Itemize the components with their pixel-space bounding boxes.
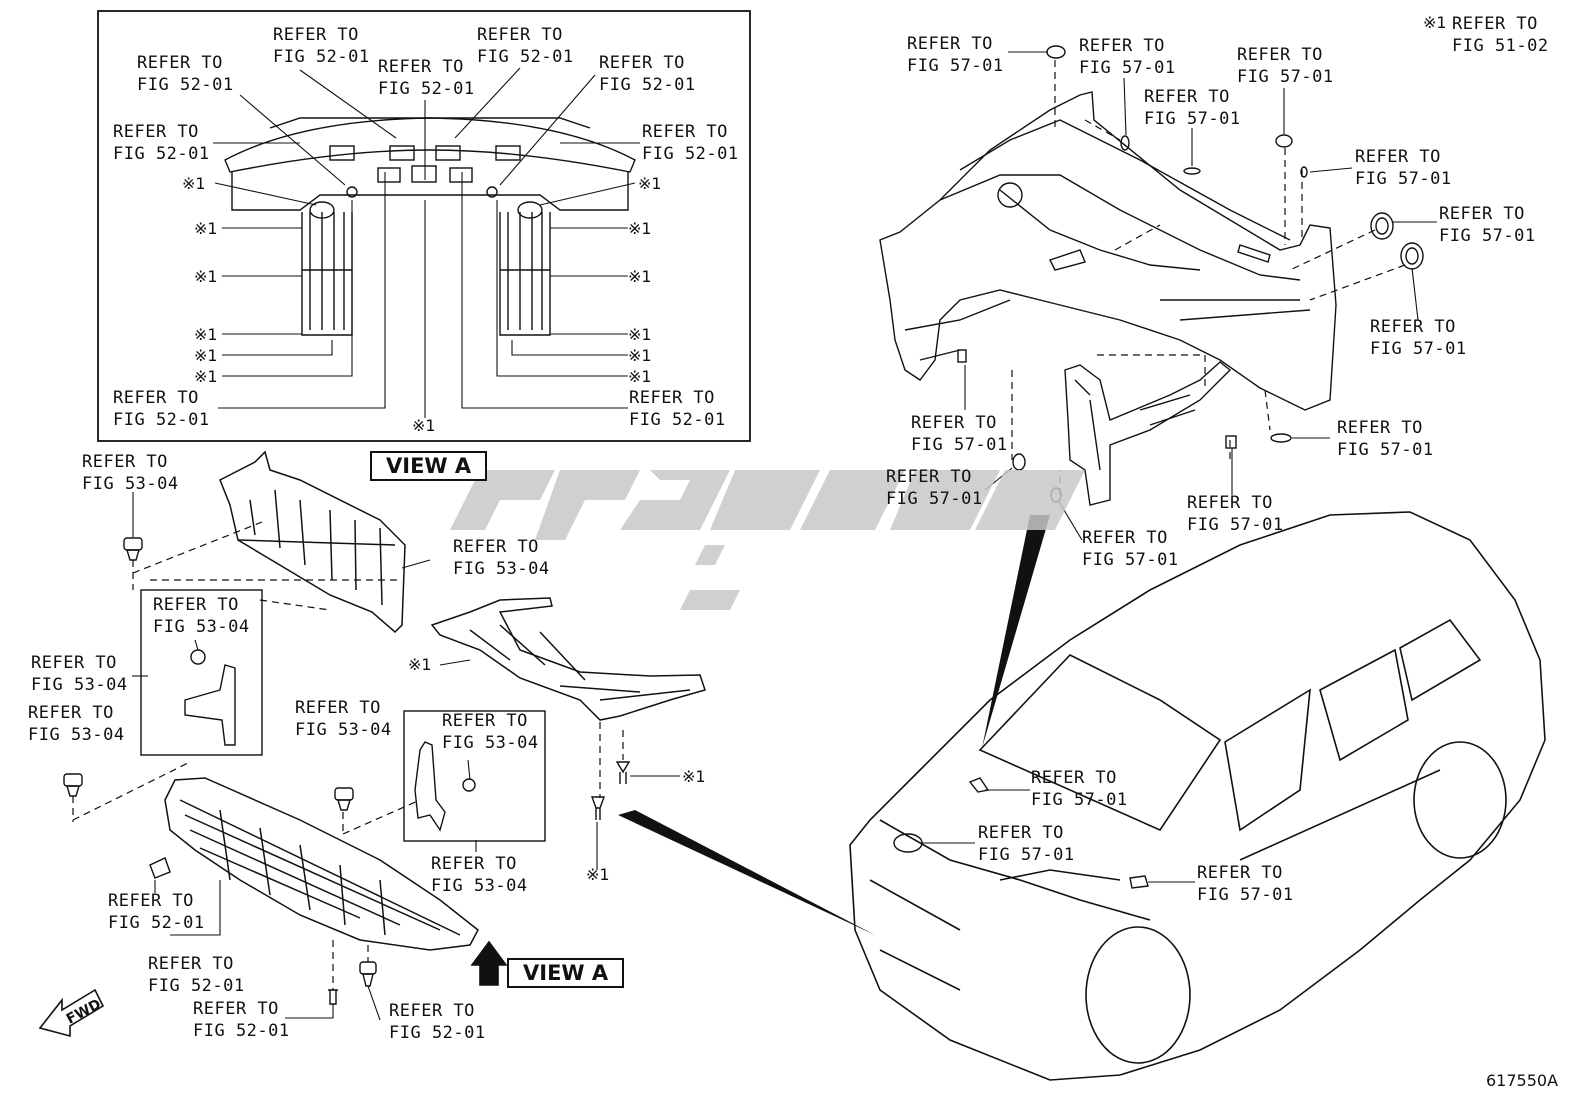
view-a-marker: VIEW A <box>507 958 625 988</box>
mark-inset-r4: ※1 <box>628 325 652 344</box>
vehicle-drawing <box>849 511 1546 1081</box>
figure-code: 617550A <box>1486 1071 1559 1090</box>
mark-inset-l5: ※1 <box>194 346 218 365</box>
label-under-clip: REFER TO FIG 52-01 <box>108 891 205 933</box>
view-a-arrow <box>470 940 508 986</box>
mark-inset-r6: ※1 <box>628 367 652 386</box>
bracket-drawings <box>184 649 476 832</box>
bracket-box-right <box>403 710 546 842</box>
mark-screw-right: ※1 <box>682 767 706 786</box>
label-clip-bottom-right: REFER TO FIG 52-01 <box>389 1001 486 1043</box>
vehicle-leaders <box>922 789 1195 883</box>
label-seal-top: REFER TO FIG 57-01 <box>1144 87 1241 129</box>
label-grommet-top: REFER TO FIG 57-01 <box>907 34 1004 76</box>
label-clip-center: REFER TO FIG 53-04 <box>295 698 392 740</box>
label-clip-top-left: REFER TO FIG 53-04 <box>82 452 179 494</box>
label-inset-top-center: REFER TO FIG 52-01 <box>378 57 475 99</box>
view-a-title: VIEW A <box>370 451 488 481</box>
label-inset-right: REFER TO FIG 52-01 <box>642 122 739 164</box>
label-plug-lower: REFER TO FIG 57-01 <box>1082 528 1179 570</box>
dashed-guides-left <box>72 521 624 990</box>
mark-inset-r2: ※1 <box>628 219 652 238</box>
label-inset-bottom-left: REFER TO FIG 52-01 <box>113 388 210 430</box>
label-bracket-box-right: REFER TO FIG 53-04 <box>442 711 539 753</box>
label-inset-bottom-right: REFER TO FIG 52-01 <box>629 388 726 430</box>
label-tape-lower: REFER TO FIG 57-01 <box>1187 493 1284 535</box>
label-grommet-large-2: REFER TO FIG 57-01 <box>1370 317 1467 359</box>
label-inset-upper-left: REFER TO FIG 52-01 <box>137 53 234 95</box>
label-side-seal: REFER TO FIG 53-04 <box>453 537 550 579</box>
label-bracket-bottom: REFER TO FIG 53-04 <box>431 854 528 896</box>
label-inset-left: REFER TO FIG 52-01 <box>113 122 210 164</box>
left-leaders <box>132 492 680 1021</box>
footnote-text: REFER TO FIG 51-02 <box>1452 14 1549 56</box>
label-inset-top-center-right: REFER TO FIG 52-01 <box>477 25 574 67</box>
inset-bumper-drawing <box>224 117 636 336</box>
body-frame-drawing <box>879 91 1337 506</box>
mark-inset-l2: ※1 <box>194 219 218 238</box>
callout-wedge-structure <box>982 515 1050 748</box>
label-grommet-right-top: REFER TO FIG 57-01 <box>1237 45 1334 87</box>
label-vehicle-hood: REFER TO FIG 57-01 <box>1031 768 1128 810</box>
label-plug-top: REFER TO FIG 57-01 <box>1079 36 1176 78</box>
mark-inset-r1: ※1 <box>638 174 662 193</box>
mark-inset-l4: ※1 <box>194 325 218 344</box>
label-clip-left-2: REFER TO FIG 53-04 <box>28 703 125 745</box>
label-plug-right: REFER TO FIG 57-01 <box>1355 147 1452 189</box>
mark-inset-r5: ※1 <box>628 346 652 365</box>
label-grommet-large-1: REFER TO FIG 57-01 <box>1439 204 1536 246</box>
label-frame-left: REFER TO FIG 57-01 <box>911 413 1008 455</box>
front-under-cover-drawing <box>164 777 479 951</box>
mark-inset-l1: ※1 <box>182 174 206 193</box>
bracket-box-left <box>140 589 263 756</box>
label-plug-lower-left: REFER TO FIG 57-01 <box>886 467 983 509</box>
fwd-arrow: FWD <box>38 988 105 1038</box>
footnote-mark: ※1 <box>1423 13 1447 32</box>
mark-inset-r3: ※1 <box>628 267 652 286</box>
mark-inset-l3: ※1 <box>194 267 218 286</box>
label-seal-right: REFER TO FIG 57-01 <box>1337 418 1434 460</box>
label-clip-left-1: REFER TO FIG 53-04 <box>31 653 128 695</box>
callout-wedge-undercover <box>618 810 875 935</box>
label-front-under-cover: REFER TO FIG 52-01 <box>148 954 245 996</box>
watermark-logo <box>450 470 1085 610</box>
mark-under-cover: ※1 <box>408 655 432 674</box>
engine-under-cover-drawing <box>430 597 706 721</box>
view-a-inset-frame <box>97 10 751 442</box>
label-inset-top-center-left: REFER TO FIG 52-01 <box>273 25 370 67</box>
label-vehicle-front: REFER TO FIG 57-01 <box>978 823 1075 865</box>
side-seal-drawing <box>219 450 406 634</box>
mark-inset-bottom: ※1 <box>412 416 436 435</box>
label-vehicle-side: REFER TO FIG 57-01 <box>1197 863 1294 905</box>
mark-inset-l6: ※1 <box>194 367 218 386</box>
label-screw-bottom-left: REFER TO FIG 52-01 <box>193 999 290 1041</box>
label-inset-upper-right: REFER TO FIG 52-01 <box>599 53 696 95</box>
inset-leaders <box>213 67 640 418</box>
right-leaders <box>964 51 1437 541</box>
label-bracket-box-left: REFER TO FIG 53-04 <box>153 595 250 637</box>
mark-screw-bottom: ※1 <box>586 865 610 884</box>
